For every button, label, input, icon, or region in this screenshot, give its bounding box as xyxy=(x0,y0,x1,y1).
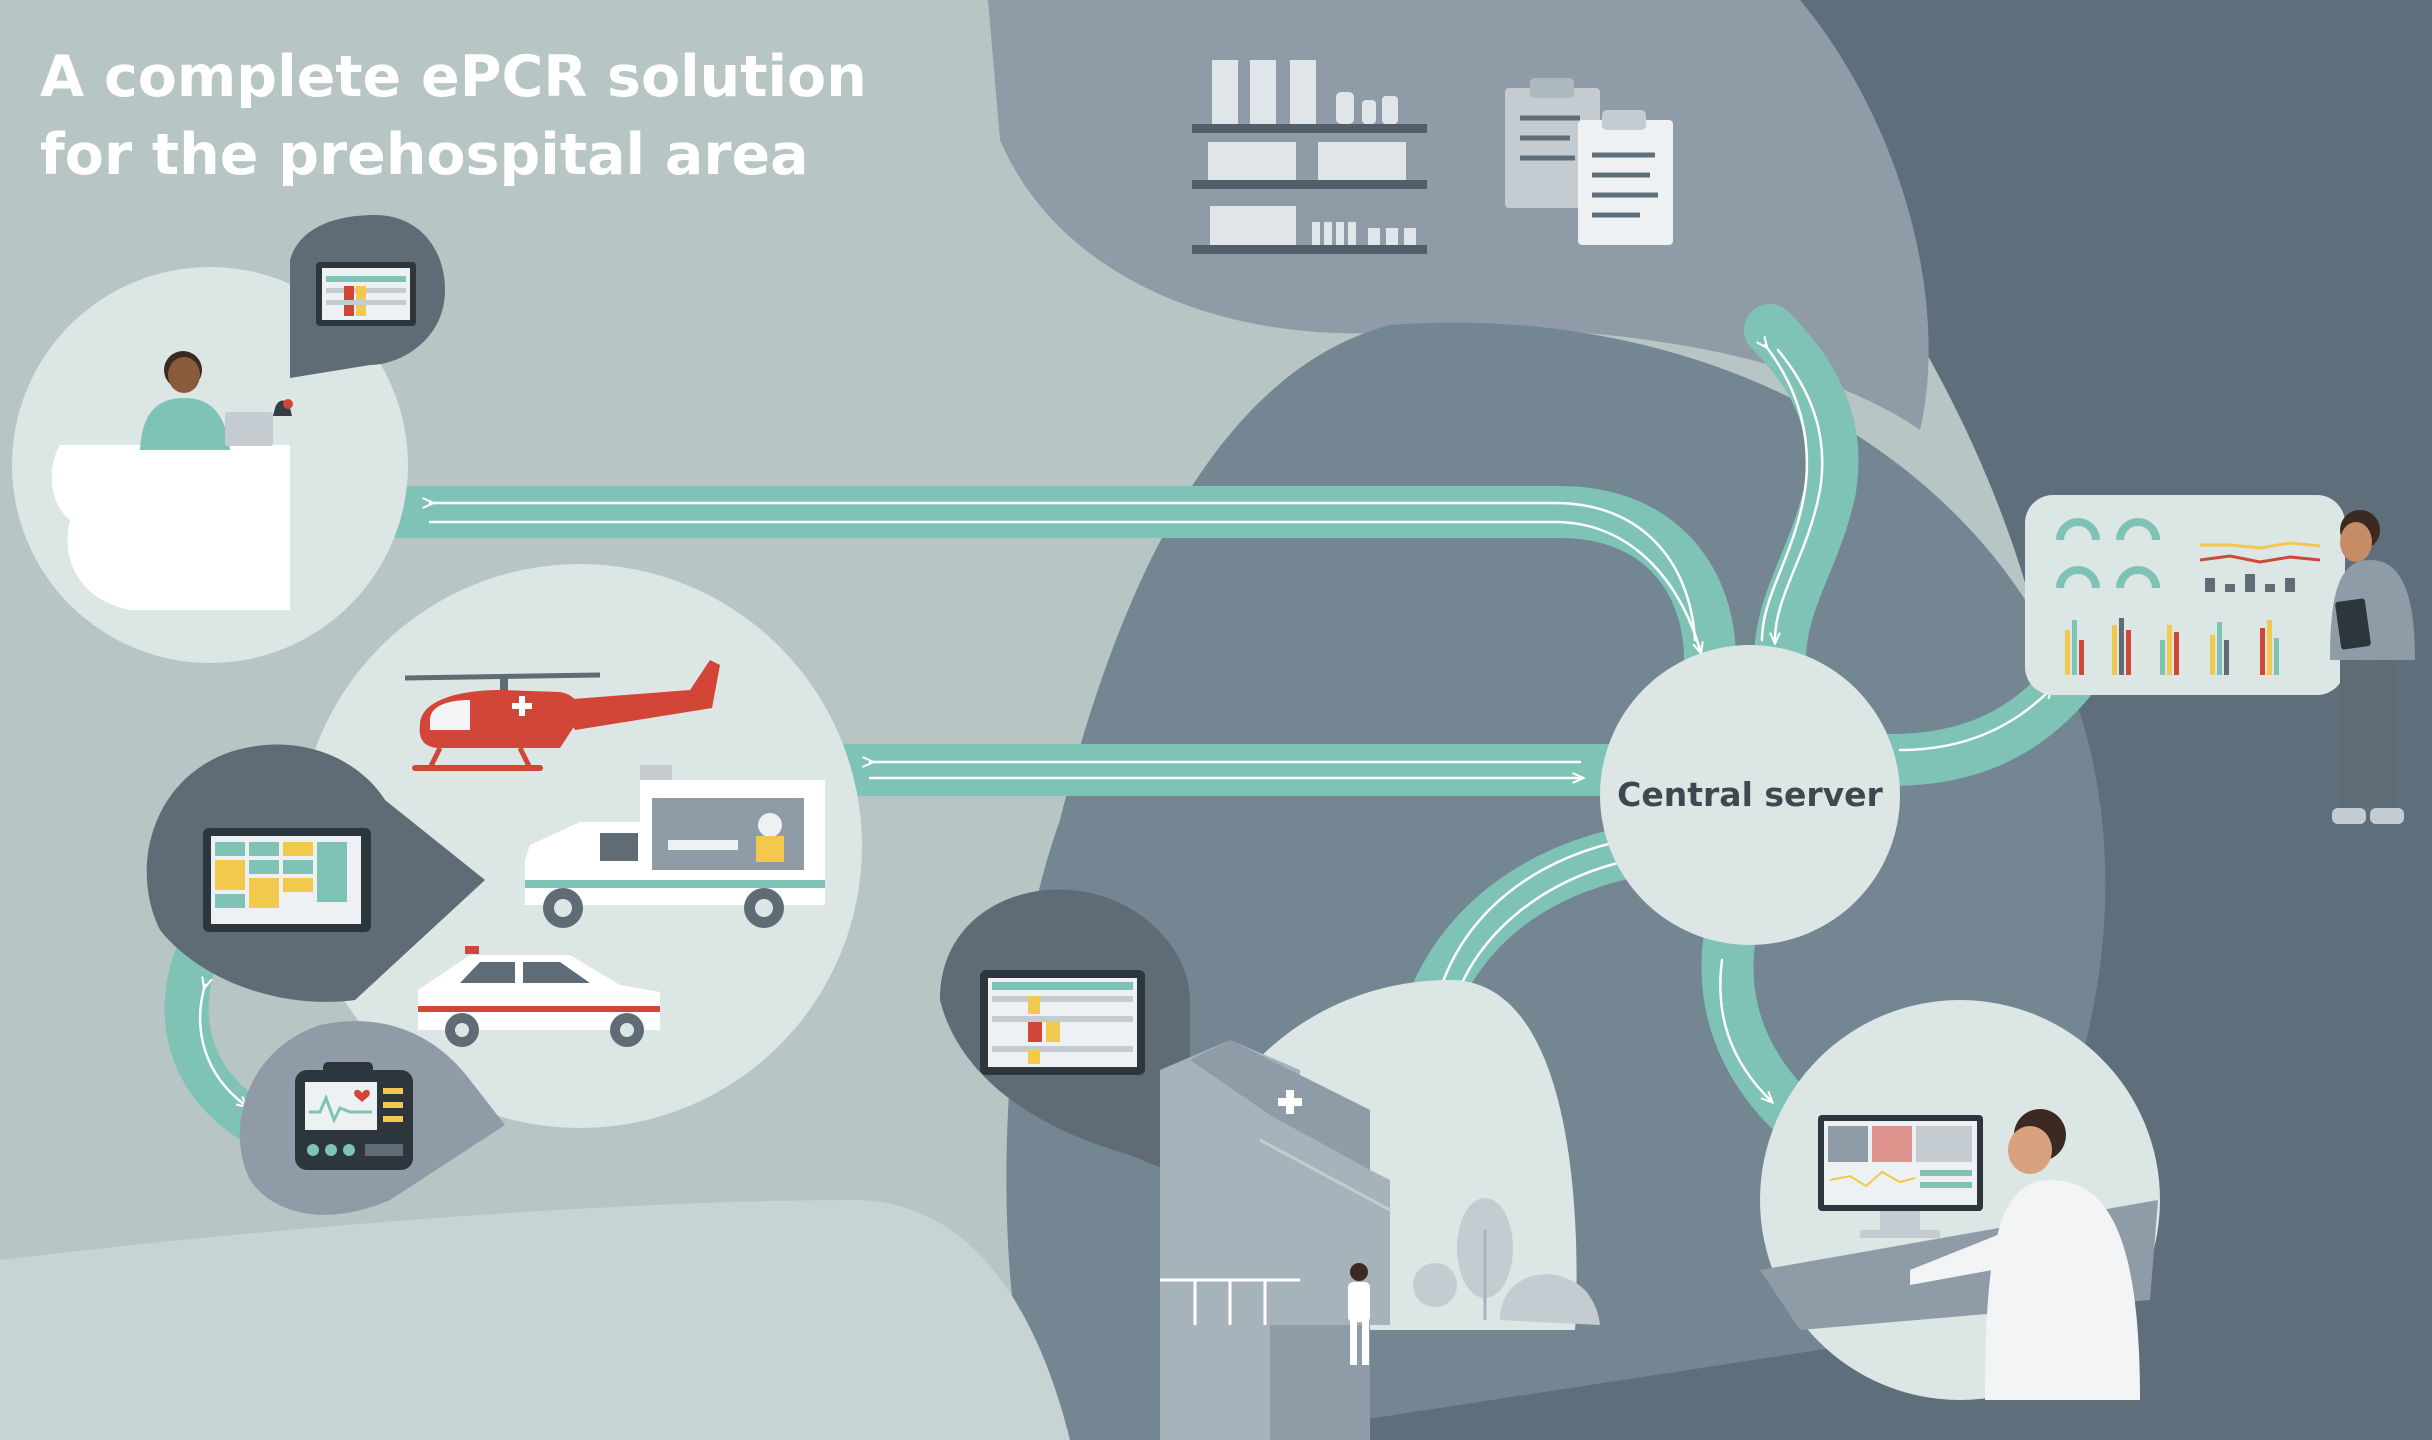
vehicle-tablet-pin xyxy=(146,744,485,1002)
analytics-dashboard-icon xyxy=(2056,518,2321,675)
helicopter-icon xyxy=(404,660,720,771)
title-line-2: for the prehospital area xyxy=(40,122,809,188)
connectors xyxy=(164,304,2096,1142)
lower-left-light xyxy=(0,1200,1070,1440)
tablet-icon xyxy=(316,262,416,326)
patrol-car-icon xyxy=(418,946,660,1047)
analytics-panel xyxy=(2025,495,2415,824)
connector-analytics xyxy=(1864,654,2096,786)
clinician-bubble xyxy=(1760,1000,2160,1400)
page-title: A complete ePCR solution for the prehosp… xyxy=(40,38,867,194)
clipboard-icon xyxy=(1505,78,1673,245)
medicine-shelf-icon xyxy=(1192,60,1427,254)
defibrillator-monitor-icon xyxy=(295,1062,413,1170)
dispatcher-bubble xyxy=(12,215,445,663)
title-line-1: A complete ePCR solution xyxy=(40,44,867,110)
clinician-workstation-icon xyxy=(1818,1115,1983,1238)
tablet-icon xyxy=(203,828,371,932)
vehicles-bubble xyxy=(298,564,862,1128)
right-dark-region xyxy=(1240,0,2432,1440)
doctor-icon xyxy=(1348,1263,1370,1365)
clinician-person-icon xyxy=(1910,1109,2140,1400)
hospital-building-icon xyxy=(1160,1040,1391,1440)
analyst-icon xyxy=(2330,510,2415,824)
central-server-label: Central server xyxy=(1617,775,1883,814)
hospital-bubble xyxy=(940,889,1600,1440)
dispatcher-icon xyxy=(140,351,293,450)
monitor-pin xyxy=(239,1021,505,1215)
central-server-node xyxy=(1600,645,1900,945)
ambulance-icon xyxy=(525,765,825,928)
tree-icon xyxy=(1413,1198,1600,1325)
connector-supplies xyxy=(1744,304,1859,686)
connector-dispatch xyxy=(364,486,1736,686)
tablet-icon xyxy=(980,970,1145,1075)
